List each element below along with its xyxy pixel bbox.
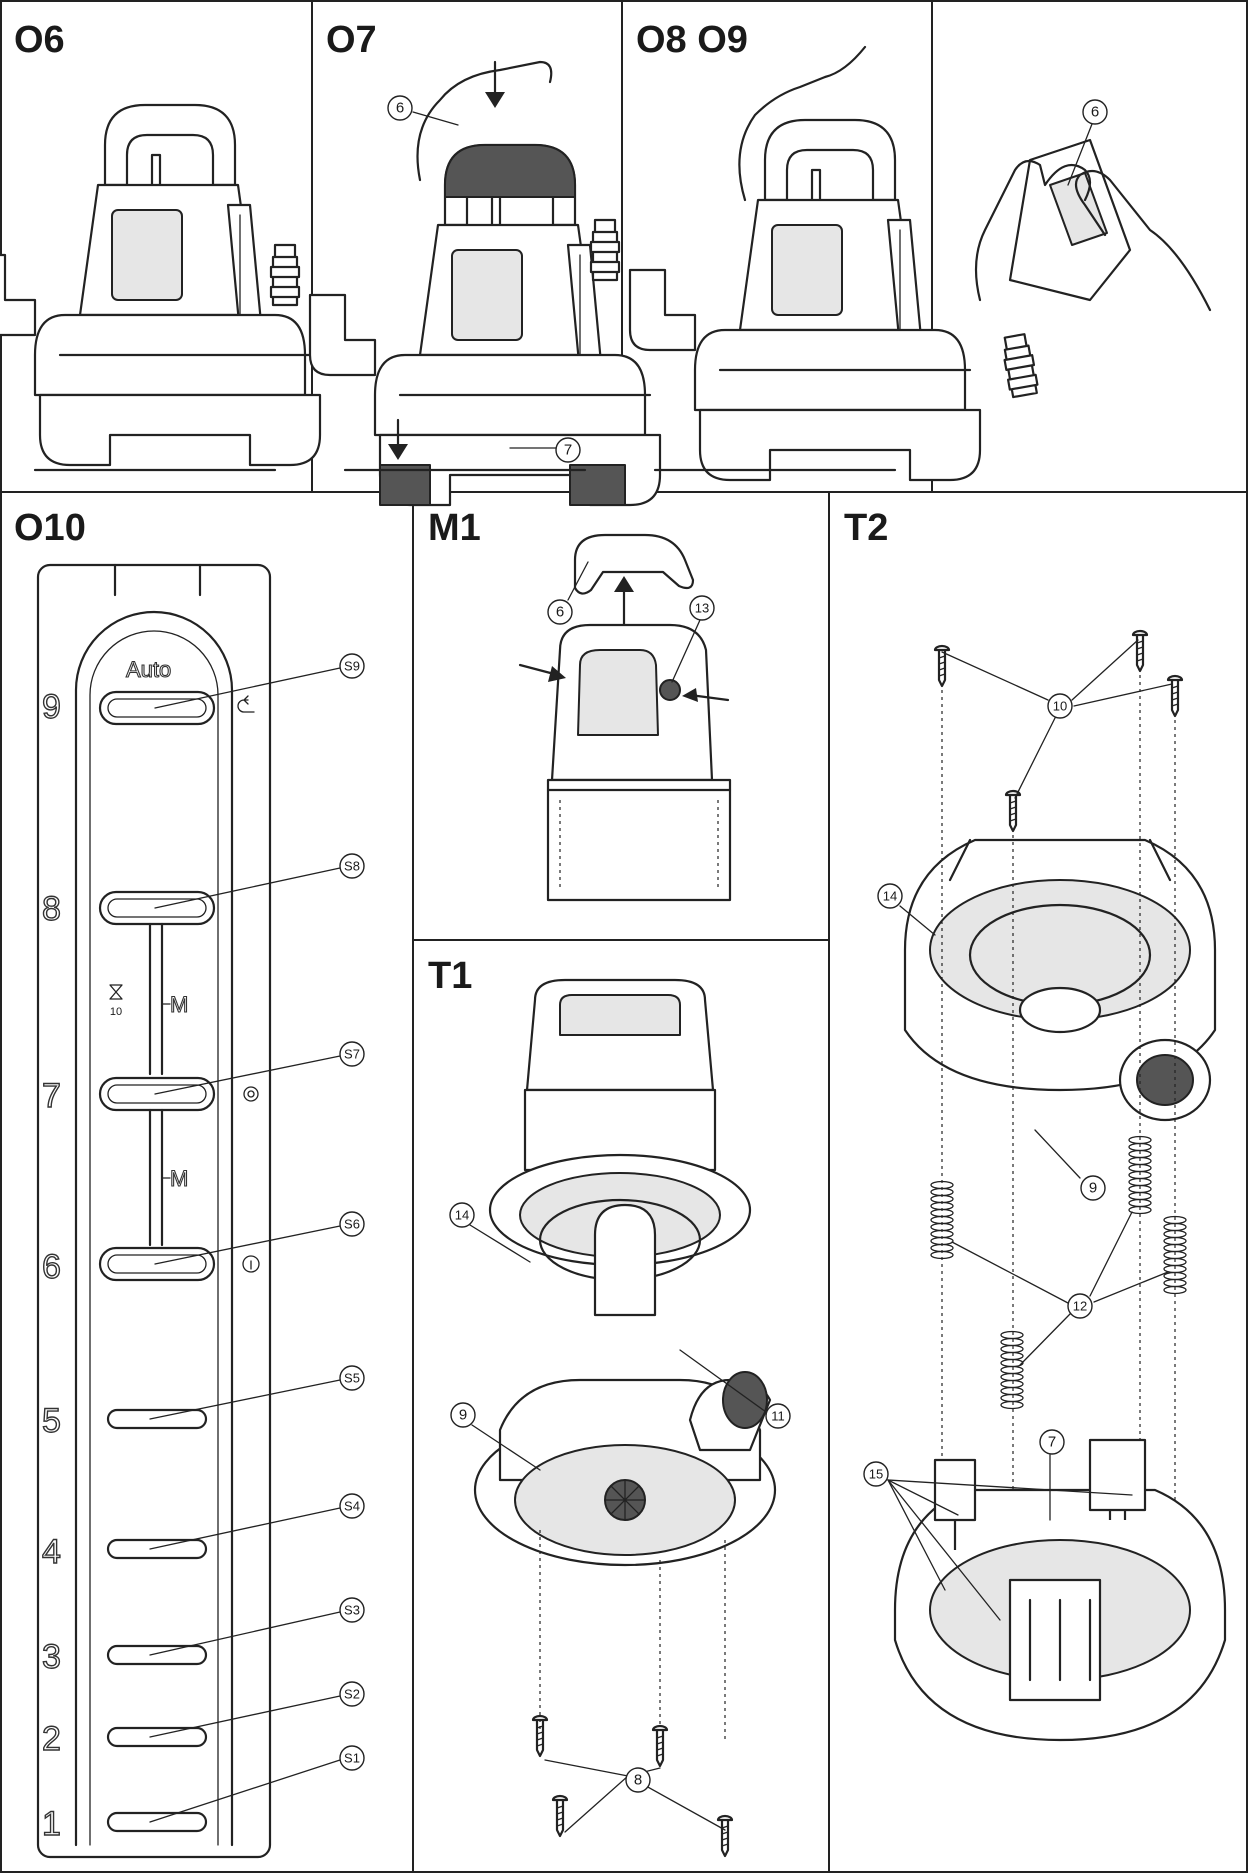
svg-text:14: 14: [455, 1208, 469, 1223]
gear-icon: [243, 1086, 259, 1102]
auto-label: Auto: [126, 657, 171, 682]
pump-drawing-o8: [589, 118, 982, 482]
svg-text:8: 8: [634, 1772, 642, 1789]
sensor-label-s6: S6: [344, 1217, 360, 1232]
sensor-label-s1: S1: [344, 1751, 360, 1766]
scale-number-8: 8: [42, 890, 61, 928]
callout-hands-6: 6: [1067, 99, 1108, 186]
svg-text:12: 12: [1073, 1299, 1087, 1314]
svg-text:10: 10: [1053, 699, 1067, 714]
panel-title-m1: M1: [428, 507, 481, 549]
panel-title-o10: O10: [14, 507, 86, 549]
callout-t2-14: 14: [877, 883, 936, 936]
callout-o7-7: 7: [509, 437, 581, 463]
callout-t2-12: 12: [951, 1211, 1169, 1366]
callout-m1-6: 6: [547, 561, 589, 625]
svg-text:6: 6: [396, 100, 404, 117]
svg-text:6: 6: [1091, 104, 1099, 121]
scale-number-9: 9: [42, 688, 61, 726]
sensor-strip-housing: [36, 563, 272, 1859]
left-hand-outline: [974, 159, 1092, 302]
timer-icon: 10: [109, 984, 123, 1018]
sensor-label-s4: S4: [344, 1499, 360, 1514]
panel-title-o7: O7: [326, 19, 377, 61]
panel-o8-o9: O8 O9: [589, 19, 982, 482]
callout-t1-9: 9: [450, 1402, 541, 1471]
callout-t1-11: 11: [679, 1349, 791, 1429]
svg-text:7: 7: [1048, 1434, 1056, 1451]
info-icon: [242, 1255, 260, 1273]
hand-outline-o7: [416, 60, 553, 182]
svg-text:11: 11: [771, 1409, 785, 1424]
svg-text:15: 15: [869, 1467, 883, 1482]
panel-o6: O6: [0, 19, 322, 472]
panel-hands: 6: [974, 99, 1212, 399]
right-hand-outline: [1074, 169, 1212, 312]
scale-number-6: 6: [42, 1248, 61, 1286]
callout-t2-7: 7: [1039, 1429, 1065, 1521]
sensor-strip-arch: [74, 610, 234, 1847]
m-label-lower: M: [170, 1166, 188, 1191]
panel-title-t2: T2: [844, 507, 888, 549]
callout-t1-14: 14: [449, 1202, 531, 1263]
panel-title-o8-o9: O8 O9: [636, 19, 748, 61]
sensor-label-s8: S8: [344, 859, 360, 874]
pump-top-drawing: [999, 138, 1132, 399]
latch-part: [659, 679, 681, 701]
scale-number-2: 2: [42, 1720, 61, 1758]
svg-text:13: 13: [695, 601, 709, 616]
sensor-label-s5: S5: [344, 1371, 360, 1386]
right-arrow-icon: [682, 688, 730, 702]
callout-o7-6: 6: [387, 95, 459, 126]
return-arrow-icon: [237, 695, 255, 713]
callout-t2-9: 9: [1034, 1129, 1106, 1201]
m-label-upper: M: [170, 992, 188, 1017]
left-arrow-icon: [518, 663, 566, 682]
down-arrow-bottom-icon: [388, 418, 408, 460]
sensor-label-s9: S9: [344, 659, 360, 674]
panel-o10: O10 Auto 9 8 7 6 5 4 3 2 1: [14, 507, 365, 1859]
panel-o7: O7 6 7: [269, 19, 662, 507]
svg-text:6: 6: [556, 604, 564, 621]
scale-number-1: 1: [42, 1805, 61, 1843]
sensor-callouts: S9 S8 S7 S6 S5 S4 S3 S2 S1: [149, 653, 365, 1823]
scale-number-3: 3: [42, 1638, 61, 1676]
callout-t1-8: 8: [544, 1759, 726, 1833]
scale-number-5: 5: [42, 1402, 61, 1440]
scale-number-4: 4: [42, 1533, 61, 1571]
callout-t2-10: 10: [941, 639, 1173, 799]
panel-title-o6: O6: [14, 19, 65, 61]
down-arrow-top-icon: [485, 60, 505, 108]
scale-number-7: 7: [42, 1077, 61, 1115]
svg-text:14: 14: [883, 889, 897, 904]
sensor-label-s7: S7: [344, 1047, 360, 1062]
svg-text:9: 9: [459, 1407, 467, 1424]
sensor-label-s2: S2: [344, 1687, 360, 1702]
sensor-slots: [98, 690, 216, 1833]
handle-cover-part: [573, 533, 695, 595]
panel-t1: T1 14 9: [428, 955, 791, 1858]
panel-m1: M1 6 13: [428, 507, 732, 902]
scale-numbers: 9 8 7 6 5 4 3 2 1: [41, 687, 61, 1843]
pump-drawing-o7: [269, 143, 662, 507]
svg-text:7: 7: [564, 442, 572, 459]
svg-text:10: 10: [110, 1006, 122, 1018]
callout-t2-15: 15: [863, 1461, 1133, 1621]
panel-t2: T2 1: [844, 507, 1227, 1742]
callout-m1-13: 13: [671, 595, 715, 683]
sensor-label-s3: S3: [344, 1603, 360, 1618]
svg-text:9: 9: [1089, 1180, 1097, 1197]
panel-title-t1: T1: [428, 955, 472, 997]
hand-outline-o8: [738, 45, 867, 202]
